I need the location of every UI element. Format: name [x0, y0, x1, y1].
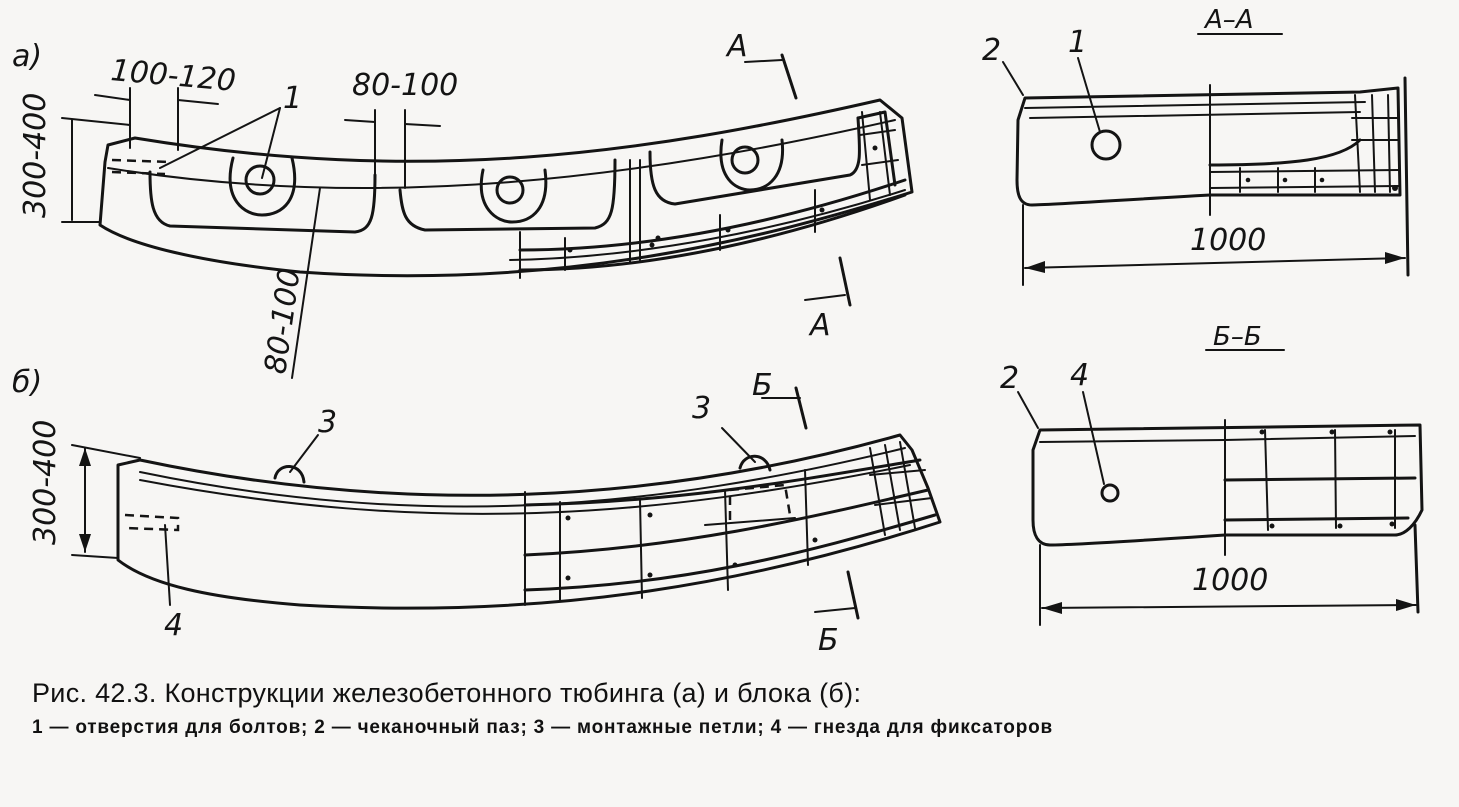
svg-text:100-120: 100-120	[109, 53, 237, 99]
leader-1a	[159, 107, 281, 169]
dim-rib-80-100: 80-100	[344, 68, 458, 189]
block-label-3b: 3	[692, 391, 711, 426]
svg-text:300-400: 300-400	[28, 420, 63, 545]
block-fixator-socket	[124, 513, 180, 532]
tubing-view-a: а)	[12, 29, 914, 379]
block-reinforcement	[523, 441, 937, 606]
tubing-shell-line	[509, 189, 906, 261]
tubing-outer-contour	[98, 98, 914, 278]
section-bb-reinforcement	[1223, 429, 1417, 531]
tubing-label-1: 1	[283, 81, 302, 116]
svg-text:1000: 1000	[1192, 563, 1268, 598]
leader-1b	[261, 107, 281, 179]
section-bb-title: Б–Б	[1213, 322, 1262, 352]
tubing-cell-1	[148, 170, 377, 234]
leader-bb-2	[1017, 391, 1039, 429]
leader-block-3b	[721, 427, 756, 463]
section-bb-label-4: 4	[1070, 358, 1089, 393]
svg-text:А: А	[725, 29, 748, 64]
caption-title: Рис. 42.3. Конструкции железобетонного т…	[32, 678, 862, 708]
cut-b-bottom: Б	[814, 570, 860, 658]
block-chamfer-line-2	[139, 464, 911, 515]
view-a-label: а)	[12, 39, 42, 74]
caption-legend: 1 — отверстия для болтов; 2 — чеканочный…	[32, 717, 1054, 738]
section-b-b: Б–Б 2 4 1000	[1000, 322, 1424, 626]
svg-text:А: А	[808, 308, 831, 343]
block-label-4: 4	[164, 608, 183, 643]
leader-aa-1	[1077, 57, 1101, 133]
tubing-cell-3	[648, 116, 861, 206]
svg-text:80-100: 80-100	[352, 68, 458, 103]
cut-a-bottom: А	[804, 256, 852, 343]
view-b-label: б)	[12, 365, 42, 400]
svg-text:Б: Б	[818, 623, 839, 658]
svg-text:300-400: 300-400	[18, 93, 53, 218]
svg-text:1000: 1000	[1190, 223, 1266, 258]
bolt-hole-1	[228, 156, 297, 217]
bolt-hole-2	[479, 168, 548, 224]
dim-height-300-400-a: 300-400	[18, 93, 131, 223]
tubing-reinforcement	[518, 111, 907, 279]
leader-aa-2	[1002, 61, 1024, 96]
cut-b-top: Б	[752, 368, 808, 430]
figure-caption: Рис. 42.3. Конструкции железобетонного т…	[32, 678, 1432, 741]
section-aa-reinforcement	[1209, 94, 1399, 193]
dim-flange-100-120: 100-120	[94, 53, 237, 151]
bolt-hole-3	[719, 138, 785, 192]
block-label-3a: 3	[318, 405, 337, 440]
section-aa-bolt-hole	[1090, 129, 1122, 161]
dim-bb-1000: 1000	[1039, 523, 1420, 626]
leader-bb-4	[1082, 391, 1105, 485]
block-lifting-loop-1	[273, 465, 306, 484]
section-aa-label-2: 2	[982, 33, 1001, 68]
block-lifting-loop-2	[738, 454, 772, 472]
tubing-bolt-channel	[111, 158, 171, 164]
section-aa-label-1: 1	[1068, 25, 1087, 60]
svg-text:Б: Б	[752, 368, 773, 403]
dim-shell-80-100: 80-100	[258, 187, 321, 379]
block-view-b: б)	[12, 365, 942, 658]
section-bb-fixator-socket	[1100, 483, 1120, 503]
section-aa-title: А–А	[1203, 5, 1254, 35]
tubing-cell-2	[398, 158, 617, 232]
svg-text:80-100: 80-100	[258, 266, 307, 376]
leader-block-4	[164, 524, 171, 606]
section-bb-outline	[1031, 423, 1424, 547]
dim-aa-1000: 1000	[1022, 76, 1410, 286]
block-outer-contour	[116, 433, 942, 610]
section-bb-label-2: 2	[1000, 361, 1019, 396]
leader-block-3a	[289, 434, 319, 473]
cut-a-top: А	[725, 29, 798, 100]
tubing-flange-line	[107, 119, 896, 190]
section-a-a: А–А 2 1	[982, 5, 1410, 286]
dim-height-300-400-b: 300-400	[28, 420, 141, 559]
